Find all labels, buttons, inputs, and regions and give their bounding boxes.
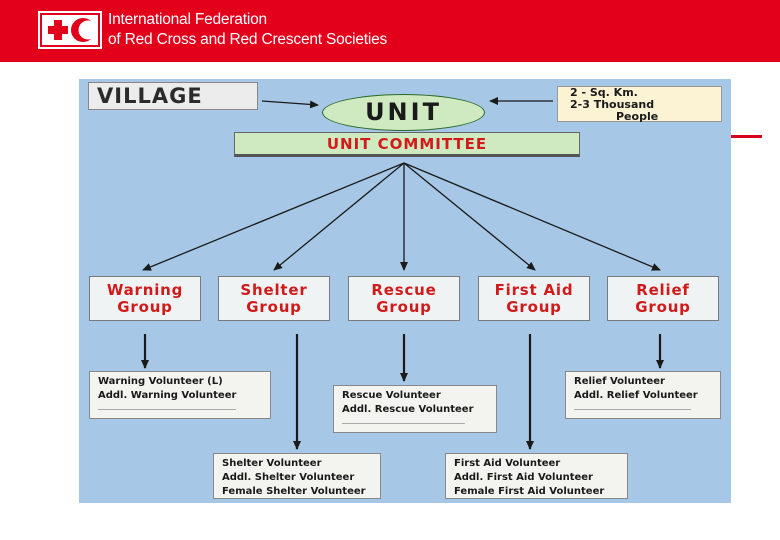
volunteer-role: Female First Aid Volunteer [454, 486, 605, 497]
group-label-line-1: Shelter [240, 281, 308, 299]
arrow-committee-to-relief [403, 162, 661, 271]
shelter-volunteers-box: Shelter Volunteer Addl. Shelter Voluntee… [213, 453, 381, 499]
group-label-line-2: Group [117, 298, 173, 316]
area-population-box: 2 - Sq. Km. 2-3 Thousand People [557, 86, 722, 123]
first-aid-volunteers-box: First Aid Volunteer Addl. First Aid Volu… [445, 453, 628, 499]
group-label-line-2: Group [246, 298, 302, 316]
group-label-line-2: Group [506, 298, 562, 316]
volunteer-role: Addl. Rescue Volunteer [342, 404, 474, 415]
arrow-committee-to-warning [142, 162, 405, 271]
rescue-volunteers-box: Rescue Volunteer Addl. Rescue Volunteer [333, 385, 497, 433]
rescue-group-box: Rescue Group [348, 276, 460, 321]
logo-frame [40, 13, 100, 47]
unit-committee-box: UNIT COMMITTEE [234, 132, 580, 157]
blank-line [98, 409, 236, 410]
village-box: VILLAGE [88, 82, 258, 110]
shelter-group-box: Shelter Group [218, 276, 330, 321]
area-line-3: People [616, 110, 659, 123]
volunteer-role: Addl. Shelter Volunteer [222, 472, 355, 483]
volunteer-role: Rescue Volunteer [342, 390, 441, 401]
volunteer-role: Addl. First Aid Volunteer [454, 472, 593, 483]
volunteer-role: Female Shelter Volunteer [222, 486, 366, 497]
blank-line [574, 409, 691, 410]
arrow-committee-to-shelter [273, 162, 405, 271]
group-label-line-1: Rescue [371, 281, 437, 299]
blank-line [342, 423, 466, 424]
arrow-committee-to-first-aid [403, 162, 536, 271]
volunteer-role: First Aid Volunteer [454, 458, 561, 469]
red-cross-crescent-logo [38, 11, 102, 49]
volunteer-role: Addl. Relief Volunteer [574, 390, 698, 401]
org-name-line-1: International Federation [108, 11, 267, 28]
relief-volunteers-box: Relief Volunteer Addl. Relief Volunteer [565, 371, 721, 419]
header-bar: International Federation of Red Cross an… [0, 0, 780, 62]
decorative-red-line [726, 135, 762, 138]
volunteer-role: Warning Volunteer (L) [98, 376, 223, 387]
red-crescent-icon [71, 18, 98, 42]
red-cross-icon [48, 20, 68, 40]
group-label-line-1: First Aid [494, 281, 574, 299]
group-label-line-2: Group [635, 298, 691, 316]
arrow-village-to-unit [261, 100, 319, 109]
warning-volunteers-box: Warning Volunteer (L) Addl. Warning Volu… [89, 371, 271, 419]
volunteer-role: Relief Volunteer [574, 376, 665, 387]
volunteer-role: Shelter Volunteer [222, 458, 322, 469]
group-label-line-2: Group [376, 298, 432, 316]
organization-name: International Federation of Red Cross an… [108, 10, 387, 50]
relief-group-box: Relief Group [607, 276, 719, 321]
area-line-2: 2-3 Thousand [570, 98, 655, 111]
unit-ellipse: UNIT [322, 94, 485, 131]
org-name-line-2: of Red Cross and Red Crescent Societies [108, 31, 388, 48]
warning-group-box: Warning Group [89, 276, 201, 321]
first-aid-group-box: First Aid Group [478, 276, 590, 321]
group-label-line-1: Relief [636, 281, 690, 299]
group-label-line-1: Warning [106, 281, 184, 299]
volunteer-role: Addl. Warning Volunteer [98, 390, 237, 401]
area-line-1: 2 - Sq. Km. [570, 86, 638, 99]
